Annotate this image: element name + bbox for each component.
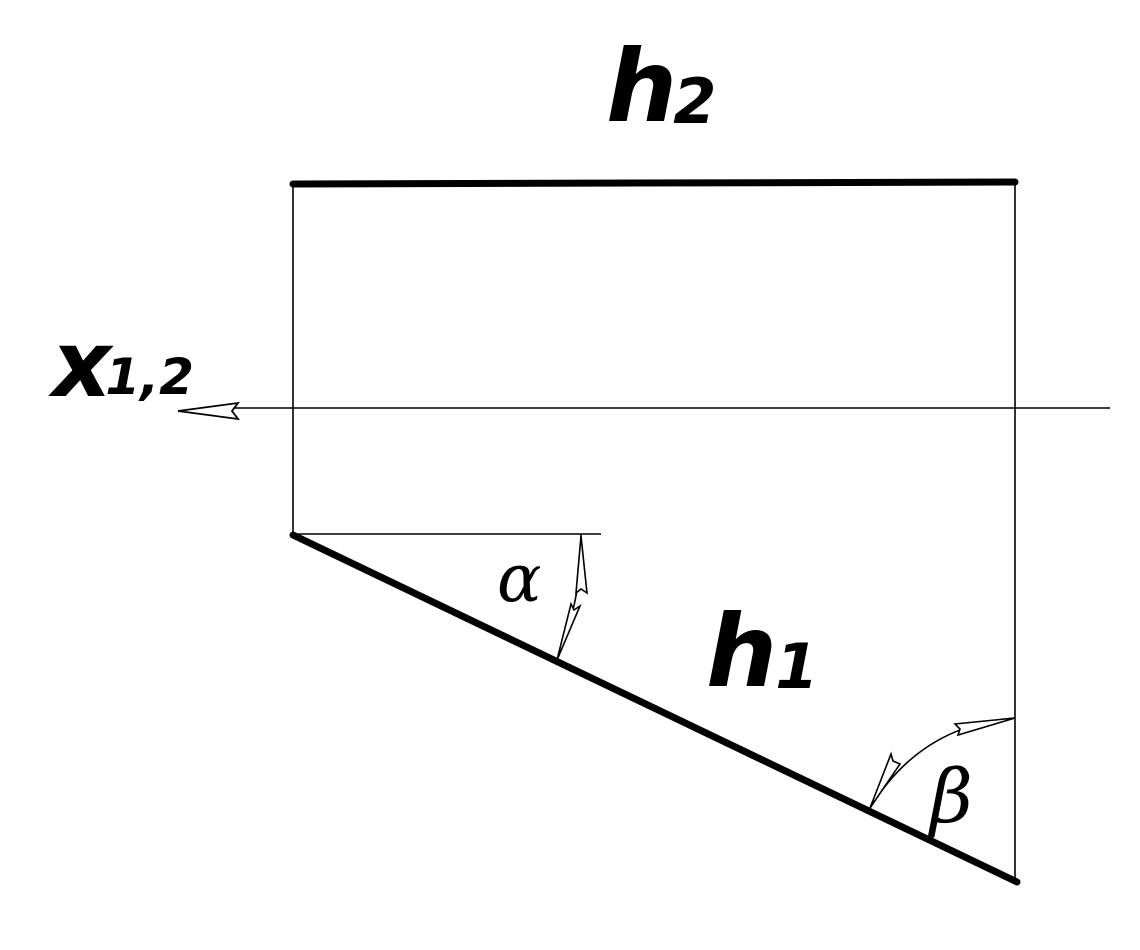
alpha-arrow-top-icon xyxy=(575,535,588,595)
label-h2-sub: 2 xyxy=(673,65,716,138)
alpha-arrow-bottom-icon xyxy=(556,601,582,661)
label-h2-main: h xyxy=(606,28,677,145)
beta-arrow-right-icon xyxy=(953,717,1016,737)
line-h1 xyxy=(289,531,1021,886)
label-beta: β xyxy=(927,754,973,840)
alpha-arc xyxy=(556,533,582,661)
label-h1: h1 xyxy=(706,593,818,710)
beta-arrow-left-icon xyxy=(869,751,902,809)
label-axis-sub: 1,2 xyxy=(105,348,194,406)
label-axis-main: x xyxy=(48,311,114,418)
line-h2 xyxy=(289,178,1019,188)
label-h1-sub: 1 xyxy=(775,630,818,703)
axis-arrow-icon xyxy=(177,401,241,421)
label-h1-main: h xyxy=(706,593,777,710)
label-alpha: α xyxy=(497,540,542,617)
label-axis: x1,2 xyxy=(48,311,194,418)
label-h2: h2 xyxy=(606,28,716,145)
